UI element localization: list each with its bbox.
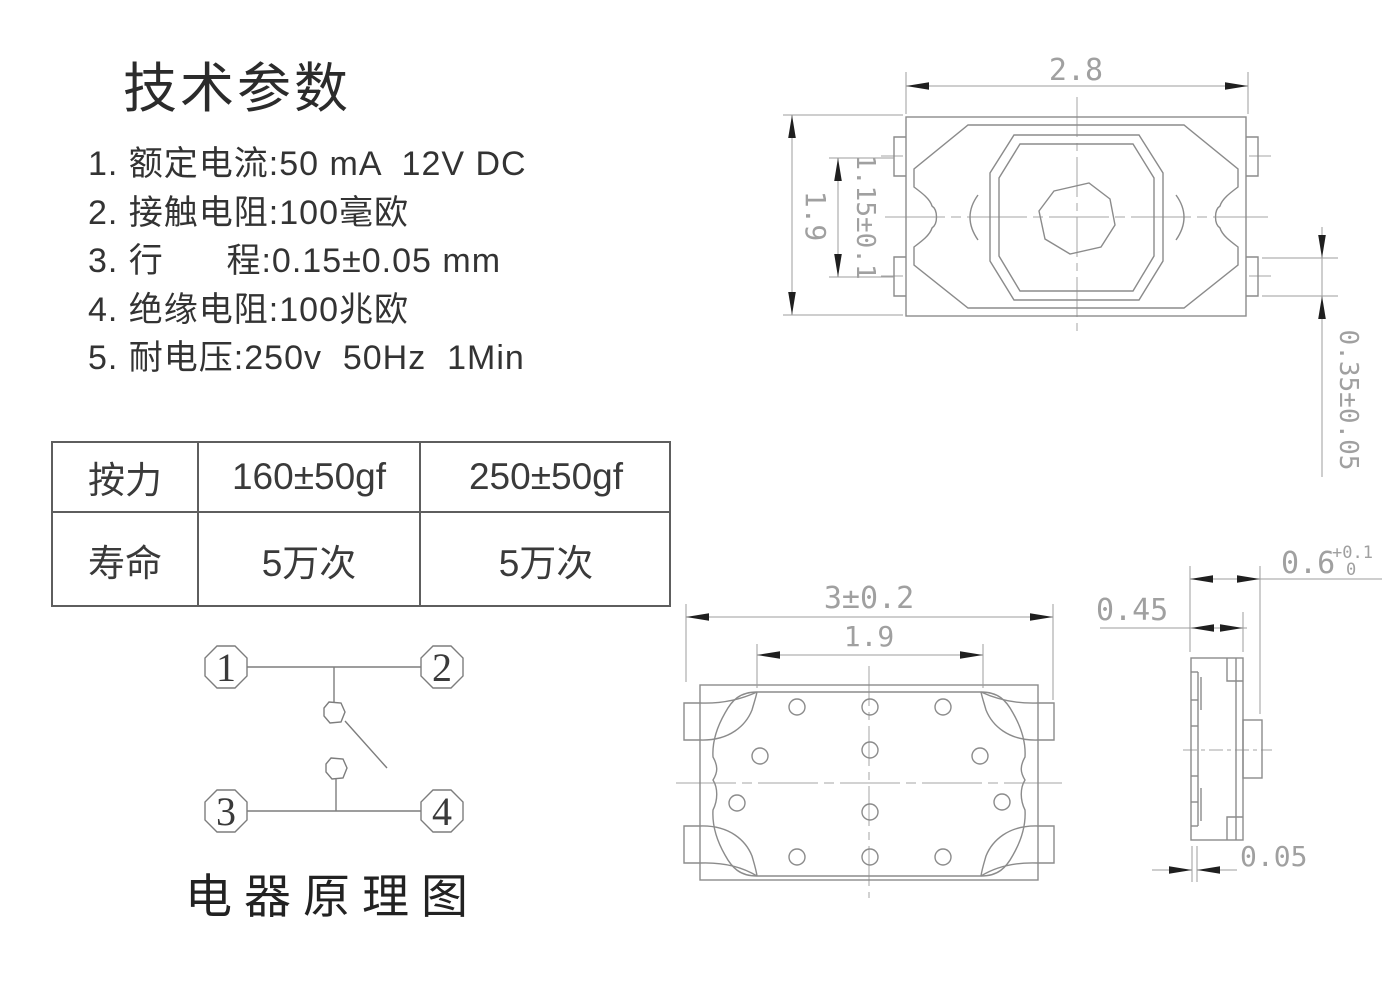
table-cell-force-1: 160±50gf — [199, 443, 421, 513]
plunger-side — [1242, 719, 1263, 779]
dim-label-lead-thickness: 0.05 — [1240, 840, 1307, 873]
dim-label-body-height: 0.45 — [1096, 593, 1168, 628]
corner-lead-tab — [1038, 702, 1055, 741]
dim-label-tol-upper: +0.1 — [1332, 543, 1373, 563]
dim-arrow — [906, 82, 929, 90]
spec-item-contact-resistance: 2. 接触电阻:100毫欧 — [88, 193, 409, 232]
dim-arrow — [1190, 575, 1213, 583]
spec-item-withstand-voltage: 5. 耐电压:250v 50Hz 1Min — [88, 339, 525, 377]
bottom-view-drawing: 3±0.2 1.9 — [676, 581, 1062, 898]
dim-label-overall-width: 3±0.2 — [824, 581, 914, 616]
dim-arrow — [788, 115, 796, 138]
dim-width-2-8: 2.8 — [905, 53, 1249, 114]
terminal-1-node — [204, 645, 248, 689]
dim-arrow — [757, 651, 780, 659]
dim-height-1-9: 1.9 — [783, 114, 903, 316]
table-cell-force-2: 250±50gf — [421, 443, 671, 513]
dome-outer-ring — [989, 134, 1164, 301]
schematic-caption: 电器原理图 — [185, 872, 480, 924]
spec-item-insulation-resistance: 4. 绝缘电阻:100兆欧 — [88, 290, 409, 329]
table-cell-life-1: 5万次 — [199, 513, 421, 607]
table-cell-life-2: 5万次 — [498, 543, 594, 584]
spec-list: 1. 额定电流:50 mA 12V DC 2. 接触电阻:100毫欧 3. 行 … — [88, 140, 527, 383]
dim-arrow — [1237, 575, 1260, 583]
dim-terminal-height: 0.35±0.05 — [1262, 227, 1363, 477]
dim-body-height: 0.45 — [1096, 593, 1247, 652]
dim-arrow — [834, 254, 842, 277]
lead-curve — [699, 691, 758, 741]
parameter-table: 按力 160±50gf 250±50gf 寿命 5万次 5万次 — [51, 441, 671, 607]
dim-label-tol-lower: 0 — [1346, 560, 1356, 580]
vent-holes — [728, 698, 1011, 866]
cover-ear-arc — [969, 194, 979, 241]
top-step-notch — [1226, 658, 1243, 682]
base-outline — [699, 684, 1039, 881]
plunger-button — [1038, 182, 1116, 255]
dim-pad-span: 1.9 — [756, 620, 984, 688]
dim-label-pad-span: 1.9 — [844, 620, 895, 653]
dim-label-terminal-height: 0.35±0.05 — [1333, 330, 1363, 471]
terminal-2-label: 2 — [432, 645, 452, 690]
dim-arrow — [960, 651, 983, 659]
spec-item-travel: 3. 行 程:0.15±0.05 mm — [88, 242, 502, 280]
lead-curve — [980, 825, 1039, 877]
corner-lead-tab — [683, 825, 700, 864]
dim-arrow — [1169, 866, 1192, 874]
lead-curve — [699, 862, 758, 877]
dim-arrow — [1030, 613, 1053, 621]
switch-arm — [344, 720, 388, 769]
table-cell-life-label: 寿命 — [53, 513, 199, 607]
lead-curve — [699, 825, 758, 877]
cover-outline — [913, 124, 1239, 309]
dim-lead-thickness: 0.05 — [1152, 840, 1307, 882]
side-body-outline — [1190, 657, 1244, 841]
dim-arrow — [788, 292, 796, 315]
terminal-tab — [1246, 136, 1259, 177]
circuit-schematic: 1 2 3 4 电器原理图 — [185, 645, 480, 924]
lead-tick-marks — [1191, 671, 1198, 827]
spec-item-rated-current: 1. 额定电流:50 mA 12V DC — [88, 145, 527, 183]
dim-overall-width: 3±0.2 — [685, 581, 1054, 700]
dim-label-width: 2.8 — [1049, 53, 1103, 88]
lead-curve — [980, 691, 1039, 741]
terminal-1-label: 1 — [216, 645, 236, 690]
dome-inner-ring — [998, 143, 1155, 292]
terminal-tab — [893, 136, 906, 177]
upper-contact — [323, 701, 346, 724]
bottom-step-notch — [1226, 816, 1243, 840]
dim-inner-height: 1.15±0.1 — [829, 154, 894, 280]
dim-arrow — [1225, 82, 1248, 90]
cover-ear-arc — [1175, 194, 1185, 241]
corner-lead-tab — [683, 702, 700, 741]
terminal-2-node — [420, 645, 464, 689]
dim-label-height: 1.9 — [799, 191, 832, 242]
dim-arrow — [1220, 624, 1243, 632]
dim-arrow — [1197, 866, 1220, 874]
terminal-3-node — [204, 789, 248, 833]
dim-arrow — [1191, 624, 1214, 632]
corner-lead-tab — [1038, 825, 1055, 864]
terminal-3-label: 3 — [216, 789, 236, 834]
terminal-4-label: 4 — [432, 789, 452, 834]
dim-arrow — [1318, 296, 1326, 319]
dim-arrow — [1318, 235, 1326, 258]
dim-arrow — [686, 613, 709, 621]
lead-curve — [699, 691, 758, 704]
dim-total-height: 0.6 +0.1 0 — [1189, 543, 1382, 714]
top-view-drawing: 2.8 1.9 1.15±0.1 — [783, 53, 1363, 477]
lower-contact — [325, 757, 348, 780]
page-title: 技术参数 — [123, 59, 351, 119]
dim-label-total-height: 0.6 — [1281, 546, 1335, 581]
table-cell-force-label: 按力 — [53, 443, 199, 513]
terminal-tab — [1246, 256, 1259, 297]
switch-body-outline — [905, 116, 1247, 317]
lead-curve — [980, 691, 1039, 704]
lead-curve — [980, 862, 1039, 877]
side-view-drawing: 0.6 +0.1 0 0.45 0.05 — [1096, 543, 1382, 882]
dim-label-inner-height: 1.15±0.1 — [850, 154, 880, 279]
terminal-4-node — [420, 789, 464, 833]
dim-arrow — [834, 158, 842, 181]
